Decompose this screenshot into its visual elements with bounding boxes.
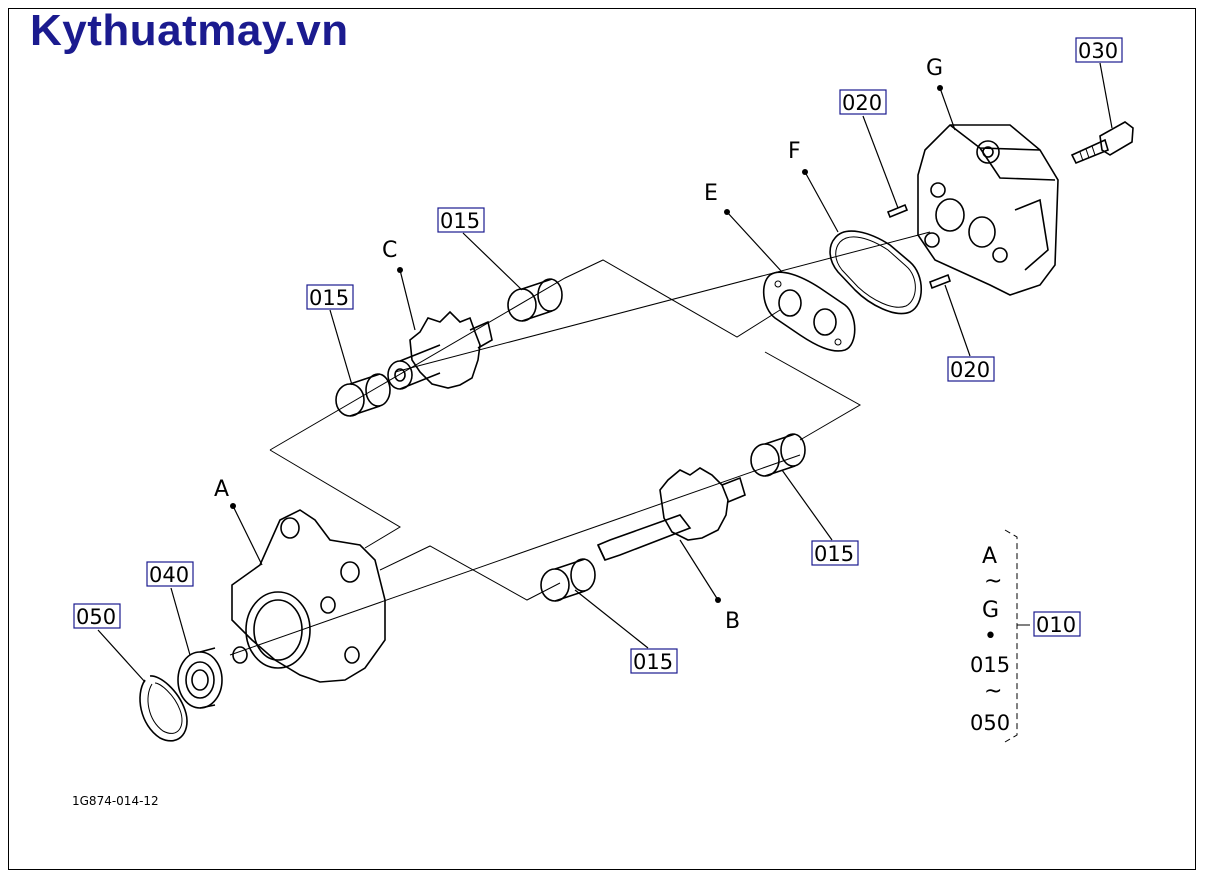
callout-030-text: 030 [1078,39,1118,63]
legend-bullet: • [984,624,997,649]
callout-015-top-right-text: 015 [440,209,480,233]
bushing-bottom-right[interactable] [750,433,806,477]
legend-from-number: 015 [970,653,1010,677]
o-ring-f[interactable] [829,230,922,315]
callout-050-text: 050 [76,605,116,629]
legend-to-number: 050 [970,711,1010,735]
label-part-a: A [214,477,229,502]
callout-015-bottom-right-text: 015 [814,542,854,566]
assembly-outline-upper [269,259,781,451]
pump-cover-g[interactable] [917,124,1059,296]
callout-020-top-text: 020 [842,91,882,115]
callout-040-text: 040 [149,563,189,587]
callout-030[interactable]: 030 [1075,37,1123,63]
legend-tilde-2: ~ [984,679,1002,704]
dowel-pin-bottom[interactable] [929,273,951,290]
dowel-pin-top[interactable] [886,203,909,219]
label-part-e: E [704,181,718,206]
gasket-plate-e[interactable] [762,271,856,352]
assembly-outline-upper-return [269,449,401,549]
callout-040[interactable]: 040 [146,561,194,587]
assembly-outline-lower [379,545,561,601]
label-part-b: B [725,609,740,634]
label-part-f: F [788,139,801,164]
legend-tilde-1: ~ [984,569,1002,594]
callout-015-bottom-left-text: 015 [633,650,673,674]
bushing-top-right[interactable] [507,278,563,322]
callout-020-top[interactable]: 020 [839,89,887,115]
axis-upper [394,231,931,373]
drawing-frame [8,8,1196,870]
callout-015-bottom-right[interactable]: 015 [811,540,859,566]
label-part-g: G [926,56,943,81]
axis-lower [229,454,801,656]
legend-from-letter: A [982,544,997,569]
brand-logo[interactable]: Kythuatmay.vn [30,6,349,55]
bushing-bottom-left[interactable] [540,558,596,602]
snap-ring-050[interactable] [139,675,188,742]
callout-015-top-right[interactable]: 015 [437,207,485,233]
assembly-legend: A ~ G • 015 ~ 050 [970,529,1030,743]
legend-to-letter: G [982,598,999,623]
bearing-040[interactable] [177,647,223,709]
callout-015-bottom-left[interactable]: 015 [630,648,678,674]
bushing-top-left[interactable] [335,373,391,417]
callout-020-bottom-text: 020 [950,358,990,382]
callout-050[interactable]: 050 [73,603,121,629]
bolt-030[interactable] [1070,121,1134,165]
label-part-c: C [382,238,397,263]
drive-gear-shaft-b[interactable] [596,467,746,561]
pump-body-a[interactable] [231,509,386,683]
callout-010-text: 010 [1036,613,1076,637]
callout-020-bottom[interactable]: 020 [947,356,995,382]
drawing-code: 1G874-014-12 [72,794,159,808]
callout-015-top-left[interactable]: 015 [306,284,354,310]
callout-015-top-left-text: 015 [309,286,349,310]
driven-gear-c[interactable] [387,310,493,390]
callout-010[interactable]: 010 [1033,611,1081,637]
assembly-outline-lower-right [764,351,862,441]
